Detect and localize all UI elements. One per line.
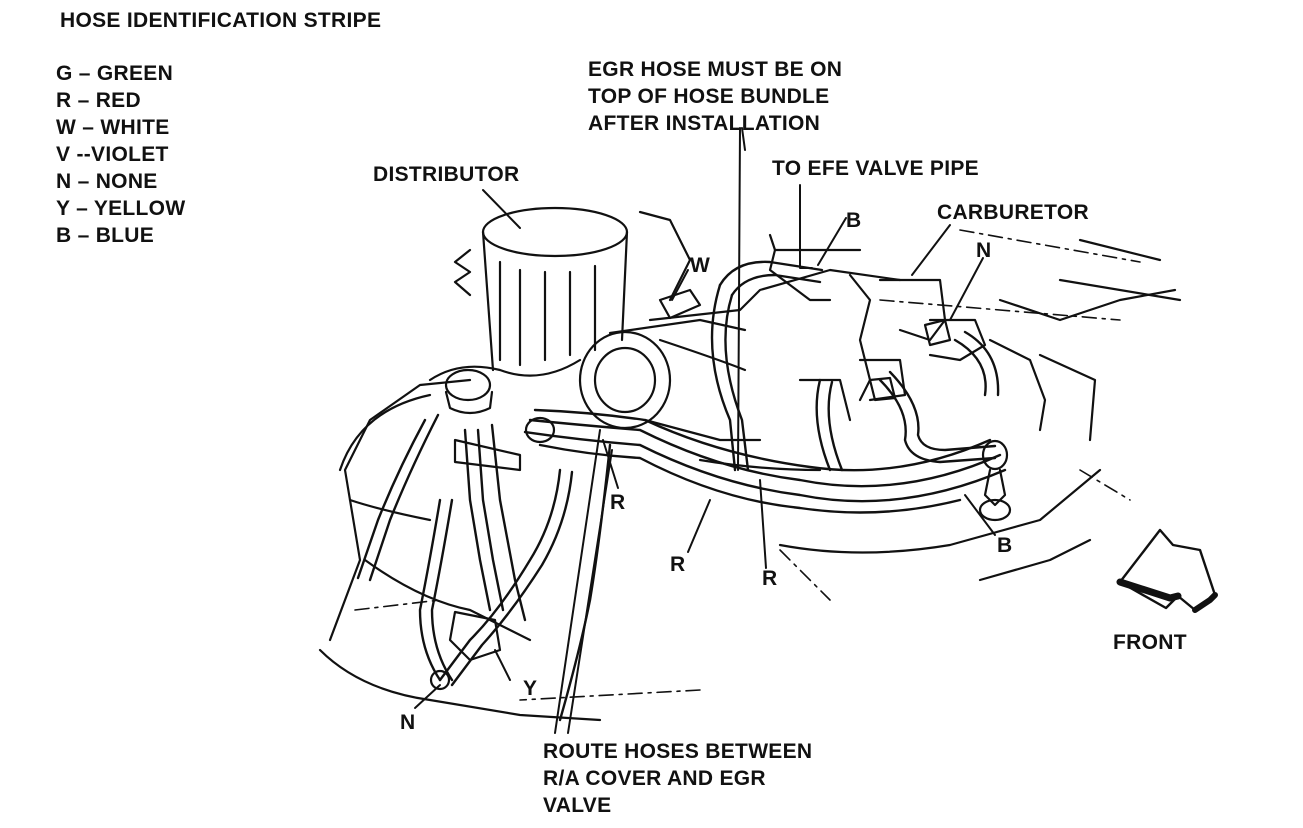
hose-tag-n-carburetor: N	[976, 239, 992, 262]
leader-lines	[415, 128, 995, 733]
hose-tag-b-bottom: B	[997, 534, 1013, 557]
hose-tag-w: W	[690, 254, 711, 277]
legend-item: V --VIOLET	[56, 143, 169, 166]
distributor-label: DISTRIBUTOR	[373, 163, 520, 186]
legend-title: HOSE IDENTIFICATION STRIPE	[60, 9, 382, 32]
connectors	[431, 290, 1010, 689]
legend-item: N – NONE	[56, 170, 158, 193]
legend-item: R – RED	[56, 89, 141, 112]
dashed-lines	[355, 230, 1140, 700]
egr-valve-drawing	[580, 320, 760, 440]
hose-tag-y: Y	[523, 677, 538, 700]
legend-item: G – GREEN	[56, 62, 174, 85]
efe-valve-pipe-label: TO EFE VALVE PIPE	[772, 157, 979, 180]
distributor-drawing	[430, 208, 690, 413]
hose-color-legend: G – GREEN R – RED W – WHITE V --VIOLET N…	[56, 60, 185, 249]
front-label: FRONT	[1113, 631, 1187, 654]
legend-item: W – WHITE	[56, 116, 170, 139]
carburetor-drawing	[770, 235, 1045, 430]
legend-item: B – BLUE	[56, 224, 155, 247]
hose-tag-r-middle: R	[670, 553, 686, 576]
carburetor-label: CARBURETOR	[937, 201, 1089, 224]
front-arrow-icon	[1120, 530, 1215, 610]
hose-tag-b-top: B	[846, 209, 862, 232]
egr-hose-note: EGR HOSE MUST BE ON TOP OF HOSE BUNDLE A…	[588, 58, 843, 135]
legend-item: Y – YELLOW	[56, 197, 186, 220]
hose-bundle	[358, 262, 1005, 720]
hose-tag-r-right: R	[762, 567, 778, 590]
hose-tag-n-bottom: N	[400, 711, 416, 734]
route-hoses-note: ROUTE HOSES BETWEEN R/A COVER AND EGR VA…	[543, 740, 813, 817]
hose-tag-r-left: R	[610, 491, 626, 514]
engine-outline	[320, 240, 1180, 720]
